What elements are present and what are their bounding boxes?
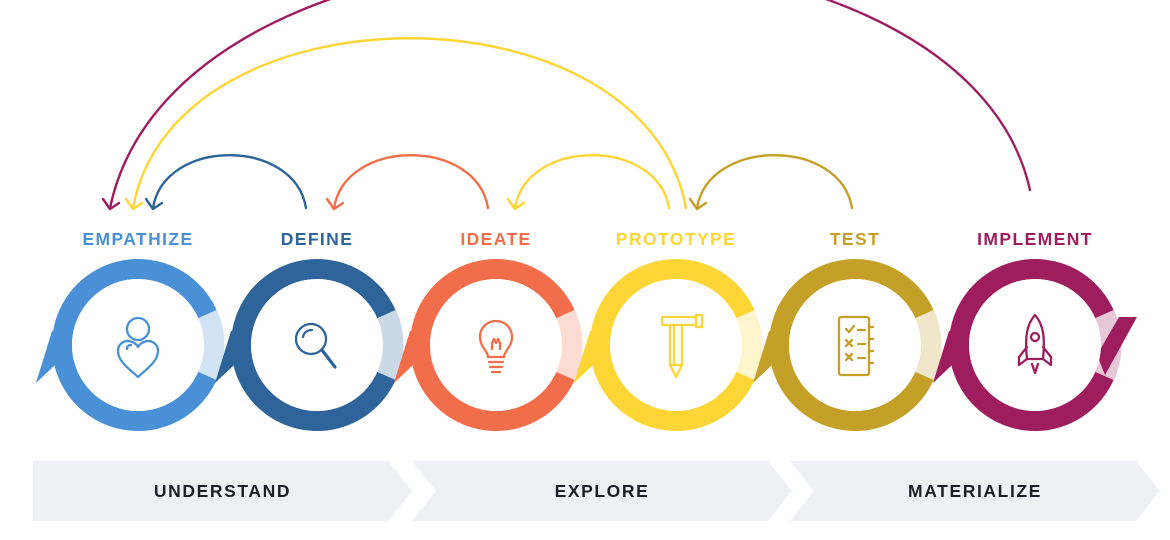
- ring-gap: [914, 309, 942, 381]
- arrowhead-icon: [124, 197, 144, 211]
- ring-gap: [735, 309, 763, 381]
- ring-arrow-tip: [933, 331, 969, 383]
- arrowhead-icon: [325, 197, 345, 211]
- arrowhead-icon: [688, 197, 708, 211]
- stage-ideate: IDEATE: [394, 229, 583, 431]
- ring-center: [969, 279, 1101, 411]
- stage-prototype: PROTOTYPE: [574, 229, 763, 431]
- loop-test-to-prototype: [688, 154, 854, 211]
- feedback-loops: [101, 0, 1032, 211]
- ring-arrow-tip: [574, 331, 610, 383]
- arrowhead-icon: [144, 197, 164, 211]
- stage-label-test: TEST: [830, 229, 880, 249]
- stage-empathize: EMPATHIZE: [36, 229, 225, 431]
- ring-center: [430, 279, 562, 411]
- ring-gap: [197, 309, 225, 381]
- ring-gap: [376, 309, 404, 381]
- stage-label-ideate: IDEATE: [460, 229, 531, 249]
- stage-implement: IMPLEMENT: [933, 229, 1137, 431]
- ring-arrow-tip: [36, 331, 72, 383]
- ring-arrow-tip: [215, 331, 251, 383]
- ring-center: [610, 279, 742, 411]
- stage-rings: EMPATHIZE DEFINE IDEATE PROTOTYPE TEST IMPLEM…: [36, 229, 1137, 431]
- magnifier-icon: [294, 322, 337, 369]
- ring-tail: [1097, 317, 1137, 375]
- rocket-icon: [1017, 313, 1053, 375]
- phase-label-explore: EXPLORE: [555, 481, 650, 501]
- ring-arrow-tip: [753, 331, 789, 383]
- loop-prototype-to-ideate: [506, 154, 671, 211]
- person-heart-icon: [116, 316, 160, 379]
- phase-label-materialize: MATERIALIZE: [908, 481, 1042, 501]
- phase-chevron: [33, 461, 412, 521]
- stage-label-prototype: PROTOTYPE: [616, 229, 736, 249]
- ring-arrow-tip: [394, 331, 430, 383]
- ring-center: [251, 279, 383, 411]
- stage-label-define: DEFINE: [281, 229, 354, 249]
- loop-ideate-to-define: [325, 154, 490, 211]
- loop-define-to-empathize: [144, 154, 308, 211]
- phase-chevron: [790, 461, 1160, 521]
- phase-label-understand: UNDERSTAND: [154, 481, 291, 501]
- arrowhead-icon: [101, 197, 121, 211]
- arrowhead-icon: [506, 197, 526, 211]
- stage-label-empathize: EMPATHIZE: [82, 229, 193, 249]
- stage-define: DEFINE: [215, 229, 404, 431]
- ring-gap: [555, 309, 583, 381]
- checklist-icon: [837, 315, 875, 377]
- loop-prototype-to-empathize: [124, 37, 688, 211]
- stage-label-implement: IMPLEMENT: [977, 229, 1093, 249]
- phase-chevron: [412, 461, 792, 521]
- hammer-pencil-icon: [660, 313, 704, 379]
- ring-center: [789, 279, 921, 411]
- stage-test: TEST: [753, 229, 942, 431]
- loop-implement-to-empathize: [101, 0, 1032, 211]
- phase-band: UNDERSTAND EXPLORE MATERIALIZE: [33, 461, 1160, 521]
- lightbulb-icon: [478, 319, 514, 374]
